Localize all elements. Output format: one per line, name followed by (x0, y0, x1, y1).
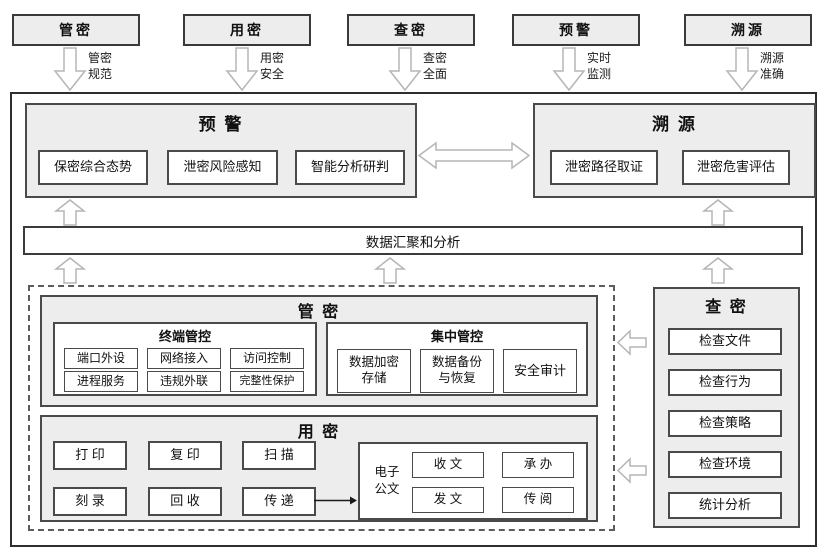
trace-item: 泄密危害评估 (682, 150, 790, 185)
up-arrow-icon (701, 199, 735, 226)
use-item: 打 印 (53, 441, 127, 470)
down-arrow-icon (552, 47, 586, 92)
double-arrow-icon (417, 141, 531, 170)
top-box-suyuan: 溯源 (684, 14, 812, 46)
down-arrow-icon (725, 47, 759, 92)
edoc-item: 传 阅 (502, 487, 574, 513)
edoc-item: 收 文 (412, 452, 484, 478)
top-box-yongmi: 用密 (183, 14, 311, 46)
terminal-item: 完整性保护 (230, 371, 304, 392)
arrow-note: 溯源 准确 (760, 51, 785, 81)
central-control-title: 集中管控 (430, 329, 483, 344)
central-item: 数据备份 与恢复 (420, 349, 494, 393)
down-arrow-icon (388, 47, 422, 92)
connector-arrow-icon (314, 496, 357, 505)
arrow-note: 管密 规范 (88, 51, 113, 81)
warning-item: 泄密风险感知 (167, 150, 278, 185)
trace-item: 泄密路径取证 (550, 150, 658, 185)
trace-panel-title: 溯 源 (652, 115, 697, 134)
check-item: 统计分析 (668, 492, 782, 519)
arrow-note: 用密 安全 (260, 51, 285, 81)
terminal-item: 进程服务 (64, 371, 138, 392)
terminal-item: 端口外设 (64, 348, 138, 369)
top-box-chami: 查密 (347, 14, 475, 46)
top-box-yujing: 预警 (512, 14, 640, 46)
use-item: 扫 描 (242, 441, 316, 470)
use-item: 复 印 (148, 441, 222, 470)
top-box-guanmi: 管密 (12, 14, 140, 46)
operation-area (28, 285, 615, 531)
left-arrow-icon (616, 457, 647, 484)
edoc-item: 承 办 (502, 452, 574, 478)
warning-item: 智能分析研判 (295, 150, 405, 185)
check-panel (653, 287, 800, 528)
edoc-box: 电子 公文 收 文 承 办 发 文 传 阅 (358, 442, 588, 520)
check-panel-title: 查 密 (705, 299, 748, 316)
use-panel-title: 用 密 (297, 424, 341, 441)
down-arrow-icon (225, 47, 259, 92)
up-arrow-icon (53, 257, 87, 284)
arrow-note: 实时 监测 (587, 51, 612, 81)
warning-item: 保密综合态势 (38, 150, 148, 185)
left-arrow-icon (616, 329, 647, 356)
check-item: 检查环境 (668, 451, 782, 478)
use-item: 传 递 (242, 487, 316, 516)
edoc-label: 电子 公文 (374, 465, 400, 496)
check-item: 检查策略 (668, 410, 782, 437)
check-item: 检查行为 (668, 369, 782, 396)
terminal-item: 访问控制 (230, 348, 304, 369)
terminal-item: 违规外联 (147, 371, 221, 392)
use-item: 刻 录 (53, 487, 127, 516)
edoc-item: 发 文 (412, 487, 484, 513)
up-arrow-icon (373, 257, 407, 284)
central-item: 安全审计 (503, 349, 577, 393)
arrow-note: 查密 全面 (423, 51, 448, 81)
up-arrow-icon (53, 199, 87, 226)
check-item: 检查文件 (668, 328, 782, 355)
use-item: 回 收 (148, 487, 222, 516)
warning-panel-title: 预 警 (198, 115, 244, 134)
terminal-control-title: 终端管控 (158, 329, 211, 344)
data-aggregation-bar: 数据汇聚和分析 (23, 226, 803, 255)
manage-panel-title: 管 密 (297, 304, 341, 321)
down-arrow-icon (53, 47, 87, 92)
central-item: 数据加密 存储 (337, 349, 411, 393)
up-arrow-icon (701, 257, 735, 284)
terminal-item: 网络接入 (147, 348, 221, 369)
